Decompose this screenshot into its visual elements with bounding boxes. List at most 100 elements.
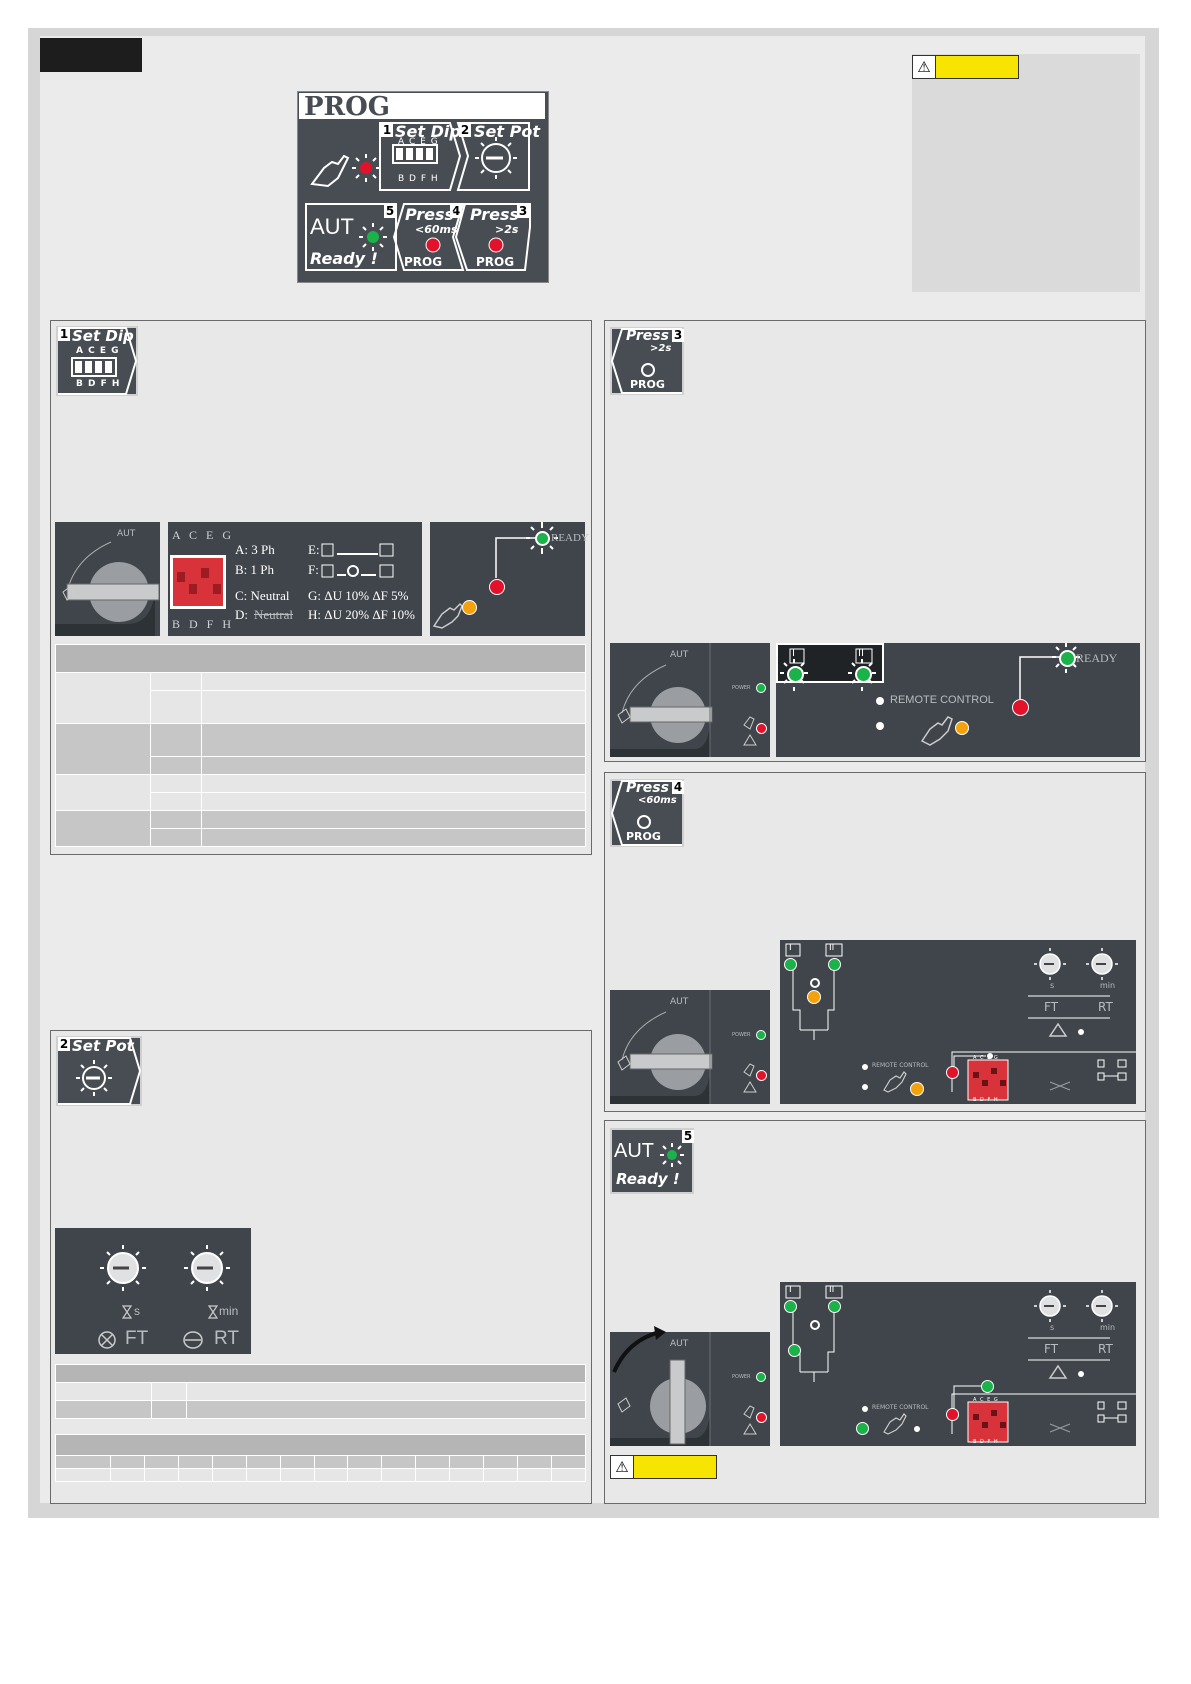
- selector-dial-5: [610, 1326, 757, 1446]
- source-ii-led-5: [828, 1300, 841, 1313]
- prog-led-1: [489, 579, 505, 595]
- remote-control-led-3: [876, 697, 884, 705]
- warning-bar: [936, 56, 1018, 78]
- front-wiring-3: [780, 643, 1080, 746]
- pot-table-2: [55, 1434, 587, 1482]
- power-led-5: [756, 1372, 766, 1382]
- step1-number: 1: [381, 123, 393, 137]
- set-dip-badge-outline: [58, 327, 138, 395]
- alarm-led-4: [1078, 1029, 1084, 1035]
- aut-ready-aut: AUT: [614, 1140, 654, 1162]
- step5-aut: AUT: [310, 214, 354, 239]
- step5-ready: Ready !: [310, 249, 378, 268]
- set-pot-label: Set Pot: [72, 1037, 134, 1055]
- selector-dial-4: [610, 990, 757, 1104]
- press-60ms-badge-outline: [610, 780, 682, 846]
- dip-switch-frame: [170, 555, 226, 609]
- source-i-label-3: I: [792, 648, 795, 659]
- manual-led-5: [914, 1426, 920, 1432]
- press-2s-number: 3: [672, 328, 684, 342]
- pot-rt-label: RT: [214, 1328, 239, 1349]
- ready-led-5: [981, 1380, 994, 1393]
- prog-led-3: [1012, 699, 1029, 716]
- press-60ms-number: 4: [672, 780, 684, 794]
- selector-aut-label-1: AUT: [117, 529, 136, 539]
- dip-d-struck: Neutral: [254, 607, 293, 622]
- pot-ft-label-4: FT: [1044, 1000, 1059, 1014]
- set-pot-badge: 2 Set Pot: [56, 1036, 142, 1106]
- remote-control-label-3: REMOTE CONTROL: [890, 694, 994, 706]
- dip-bottom-letters: B D F H: [172, 617, 235, 631]
- switch-contact-4: [810, 978, 820, 988]
- selector-aut-label-3: AUT: [670, 650, 689, 660]
- prog-overview-badge: PROG 1 Set Dip A C E G B D F H 2 Set Pot…: [297, 91, 549, 283]
- ready-wiring-1: [432, 522, 558, 629]
- step1-label: Set Dip: [395, 122, 461, 141]
- power-label-5: POWER: [732, 1374, 751, 1380]
- source-ii-label-5: II: [829, 1285, 835, 1295]
- press-2s-label: Press: [626, 328, 669, 344]
- source-ii-led-3: [855, 666, 872, 683]
- warning-tag-top: ⚠: [912, 55, 1019, 79]
- prog-led-4: [946, 1066, 959, 1079]
- source-i-led-3: [787, 666, 804, 683]
- ready-led-panel-1: READY: [430, 522, 589, 636]
- pot-s-label: s: [134, 1304, 140, 1318]
- selector-dial-3: [610, 643, 757, 757]
- remote-led-2-5: [856, 1422, 869, 1435]
- ready-led-3: [1059, 650, 1076, 667]
- dip-bottom-letters-5: B D F H: [973, 1439, 999, 1445]
- pot-rt-label-5: RT: [1098, 1342, 1113, 1356]
- set-dip-top-letters: A C E G: [76, 346, 120, 356]
- switch-contact-5: [810, 1320, 820, 1330]
- dip-b-text: B: 1 Ph: [235, 562, 275, 577]
- manual-led-4: [910, 1082, 924, 1096]
- selector-dial: [55, 541, 160, 636]
- source-ii-label-3: II: [858, 648, 864, 659]
- set-pot-badge-outline: [58, 1037, 142, 1105]
- source-i-label-4: I: [789, 943, 792, 953]
- remote-led-2-3: [876, 722, 884, 730]
- warning-bar-bottom: [634, 1456, 716, 1478]
- dip-switch: [173, 558, 223, 606]
- power-label-4: POWER: [732, 1032, 751, 1038]
- warning-icon: ⚠: [913, 56, 936, 78]
- dip-d-prefix: D:: [235, 607, 248, 622]
- switch-position-led-4: [807, 990, 821, 1004]
- power-led-4: [756, 1030, 766, 1040]
- dip-h-text: H: ΔU 20% ΔF 10%: [308, 607, 415, 622]
- hourglass-icon: [121, 1305, 219, 1319]
- dip-top-letters-4: A C E G: [973, 1055, 999, 1061]
- dip-g-text: G: ΔU 10% ΔF 5%: [308, 588, 409, 603]
- pot-s-label-4: s: [1050, 981, 1055, 990]
- section-tab: [40, 38, 142, 72]
- front-panel-3: I II READY REMOTE CONTROL: [776, 643, 1140, 757]
- pot-rt-label-4: RT: [1098, 1000, 1113, 1014]
- pot-s: [100, 1245, 146, 1291]
- step4-label: Press: [405, 205, 455, 224]
- alarm-led-5: [1078, 1371, 1084, 1377]
- set-dip-number: 1: [58, 327, 70, 341]
- fault-led-4: [756, 1070, 767, 1081]
- press-2s-time: >2s: [650, 343, 672, 354]
- warning-box: [912, 54, 1140, 292]
- source-i-label-5: I: [789, 1285, 792, 1295]
- prog-flow-outline: [305, 122, 531, 271]
- prog-title: PROG: [304, 92, 391, 122]
- switch-position-led-5: [788, 1344, 801, 1357]
- dip-legend-panel: A C E G B D F H A: 3 Ph B: 1 Ph C: Neutr…: [168, 522, 422, 636]
- dip-bottom-letters-4: B D F H: [973, 1097, 999, 1103]
- ready-led-1: [535, 531, 550, 546]
- selector-aut-label-5: AUT: [670, 1339, 689, 1349]
- step2-number: 2: [459, 123, 471, 137]
- front-wiring-5: [785, 1285, 1136, 1443]
- remote-control-label-4: REMOTE CONTROL: [872, 1062, 929, 1069]
- source-ii-label-4: II: [829, 943, 835, 953]
- step4-time: <60ms: [415, 223, 458, 236]
- set-pot-number: 2: [58, 1037, 70, 1051]
- pot-ft-label: FT: [125, 1328, 149, 1349]
- step3-time: >2s: [495, 223, 519, 236]
- fault-led-5: [756, 1412, 767, 1423]
- selector-aut-label-4: AUT: [670, 997, 689, 1007]
- dip-f-text: F:: [308, 562, 319, 577]
